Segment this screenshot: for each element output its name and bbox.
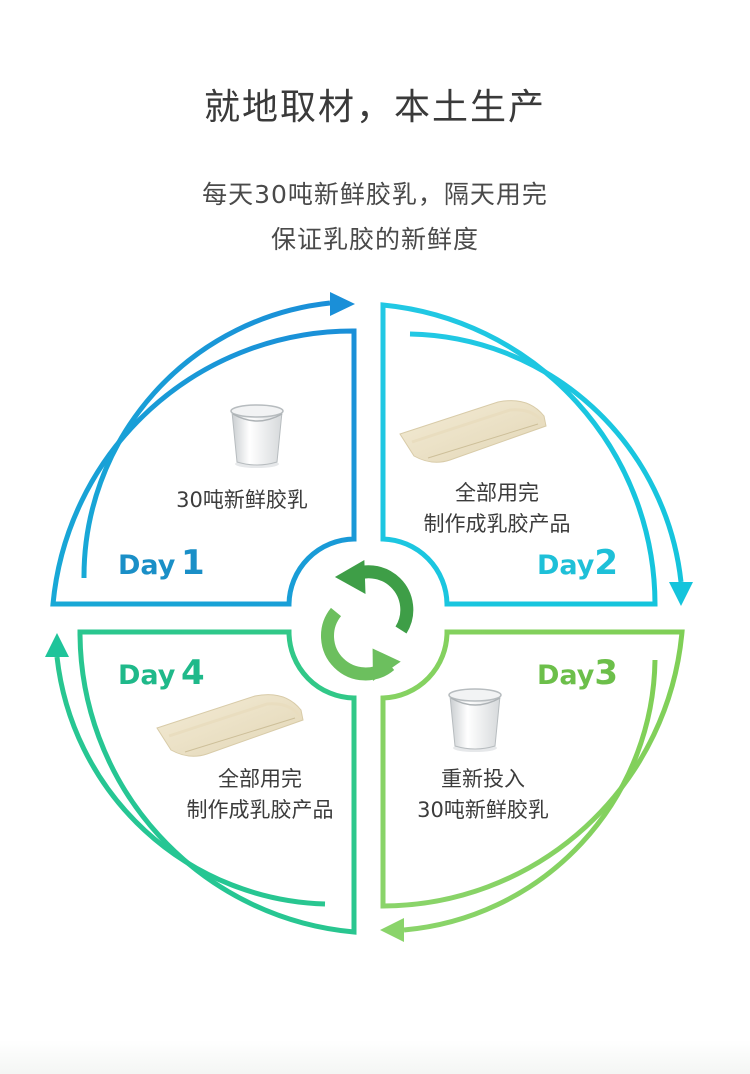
subtitle-line-2: 保证乳胶的新鲜度 bbox=[270, 225, 479, 254]
subtitle-line-1: 每天30吨新鲜胶乳，隔天用完 bbox=[202, 180, 548, 209]
day3-description: 重新投入 30吨新鲜胶乳 bbox=[417, 767, 549, 822]
day1-description: 30吨新鲜胶乳 bbox=[176, 488, 308, 512]
day1-label: Day 1 bbox=[118, 543, 205, 583]
refresh-cycle-icon bbox=[321, 560, 414, 682]
latex-sheet-icon bbox=[156, 694, 304, 757]
page-title: 就地取材，本土生产 bbox=[203, 87, 546, 128]
quadrant-day4 bbox=[45, 629, 357, 935]
bucket-icon bbox=[448, 688, 502, 752]
quadrant-day1 bbox=[50, 292, 357, 607]
bottom-fade bbox=[0, 1040, 750, 1074]
day2-label: Day2 bbox=[537, 543, 619, 583]
quadrant-day2 bbox=[380, 302, 693, 607]
day4-description: 全部用完 制作成乳胶产品 bbox=[186, 767, 334, 822]
day2-description: 全部用完 制作成乳胶产品 bbox=[423, 481, 571, 536]
quadrant-day3 bbox=[380, 629, 685, 942]
day3-label: Day3 bbox=[537, 653, 619, 693]
latex-sheet-icon bbox=[399, 400, 547, 463]
day4-label: Day 4 bbox=[118, 653, 205, 693]
bucket-icon bbox=[230, 404, 284, 468]
